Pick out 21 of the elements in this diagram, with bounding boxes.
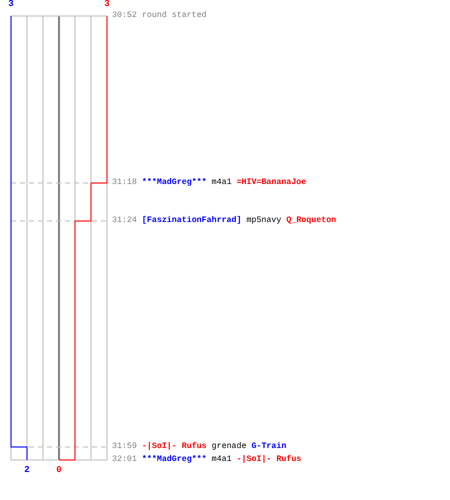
team-count: 3	[8, 0, 14, 9]
event-time: 31:59	[112, 442, 137, 452]
weapon-name: mp5navy	[246, 216, 282, 226]
player-name: ***MadGreg***	[142, 178, 207, 188]
weapon-name: m4a1	[212, 178, 232, 188]
weapon-name: m4a1	[212, 455, 232, 465]
event-time: 31:24	[112, 216, 137, 226]
player-name: =HIV=BananaJoe	[236, 178, 306, 188]
player-name: Q_Roqueton	[286, 216, 336, 226]
player-name: G-Train	[252, 442, 286, 452]
weapon-name: grenade	[212, 442, 246, 452]
event-time: 31:18	[112, 178, 137, 188]
team-count: 0	[56, 466, 62, 475]
team-count: 2	[24, 466, 30, 475]
player-name: -|SoI|- Rufus	[236, 455, 302, 465]
event-time: 30:52 round started	[112, 11, 207, 21]
player-name: [FaszinationFahrrad]	[142, 216, 242, 226]
player-name: -|SoI|- Rufus	[142, 442, 207, 452]
event-time: 32:01	[112, 455, 137, 465]
player-name: ***MadGreg***	[142, 455, 207, 465]
team-count: 3	[104, 0, 110, 9]
